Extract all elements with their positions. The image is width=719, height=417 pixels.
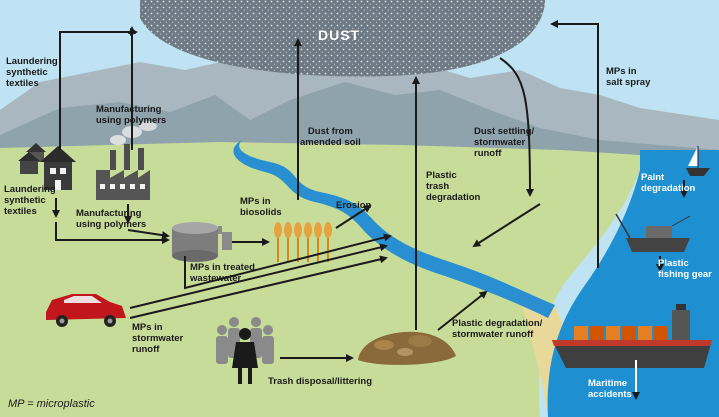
- treatment-tank-icon: [172, 222, 232, 262]
- sailboat-icon: [686, 146, 710, 176]
- label-plastic-degradation-stormwater: Plastic degradation/ stormwater runoff: [452, 318, 543, 340]
- label-laundering-bottom: Laundering synthetic textiles: [4, 184, 56, 217]
- cargo-ship-icon: [552, 304, 712, 368]
- label-mps-treated-wastewater: MPs in treated wastewater: [190, 262, 255, 284]
- label-manufacturing-top: Manufacturing using polymers: [96, 104, 167, 126]
- label-maritime-accidents: Maritime accidents: [588, 378, 632, 400]
- wheat-heads: [274, 222, 332, 238]
- flow-arrows: [52, 20, 599, 362]
- label-mps-salt-spray: MPs in salt spray: [606, 66, 651, 88]
- label-paint-degradation: Paint degradation: [641, 172, 696, 194]
- fishing-boat-icon: [615, 213, 691, 252]
- label-dust-settling: Dust settling/ stormwater runoff: [474, 126, 535, 159]
- label-erosion: Erosion: [336, 200, 372, 211]
- label-plastic-trash-degradation: Plastic trash degradation: [426, 170, 481, 203]
- label-trash-disposal: Trash disposal/littering: [268, 376, 372, 387]
- dust-particles: [140, 0, 545, 77]
- land: [0, 142, 640, 417]
- label-laundering-top: Laundering synthetic textiles: [6, 56, 58, 89]
- legend: MP = microplastic: [8, 398, 95, 410]
- sea-upward-arrows: [656, 180, 688, 272]
- people-icon: [216, 317, 274, 384]
- label-dust-amended-soil: Dust from amended soil: [300, 126, 361, 148]
- label-manufacturing-bottom: Manufacturing using polymers: [76, 208, 147, 230]
- factory-icon: [96, 121, 157, 200]
- label-mps-stormwater-runoff: MPs in stormwater runoff: [132, 322, 184, 355]
- label-mps-biosolids: MPs in biosolids: [240, 196, 282, 218]
- dust-cloud-label: DUST: [318, 27, 361, 43]
- car-icon: [46, 294, 126, 327]
- trash-pile-icon: [358, 331, 456, 365]
- label-plastic-fishing-gear: Plastic fishing gear: [658, 258, 712, 280]
- river: [233, 140, 555, 318]
- houses-icon: [18, 143, 76, 190]
